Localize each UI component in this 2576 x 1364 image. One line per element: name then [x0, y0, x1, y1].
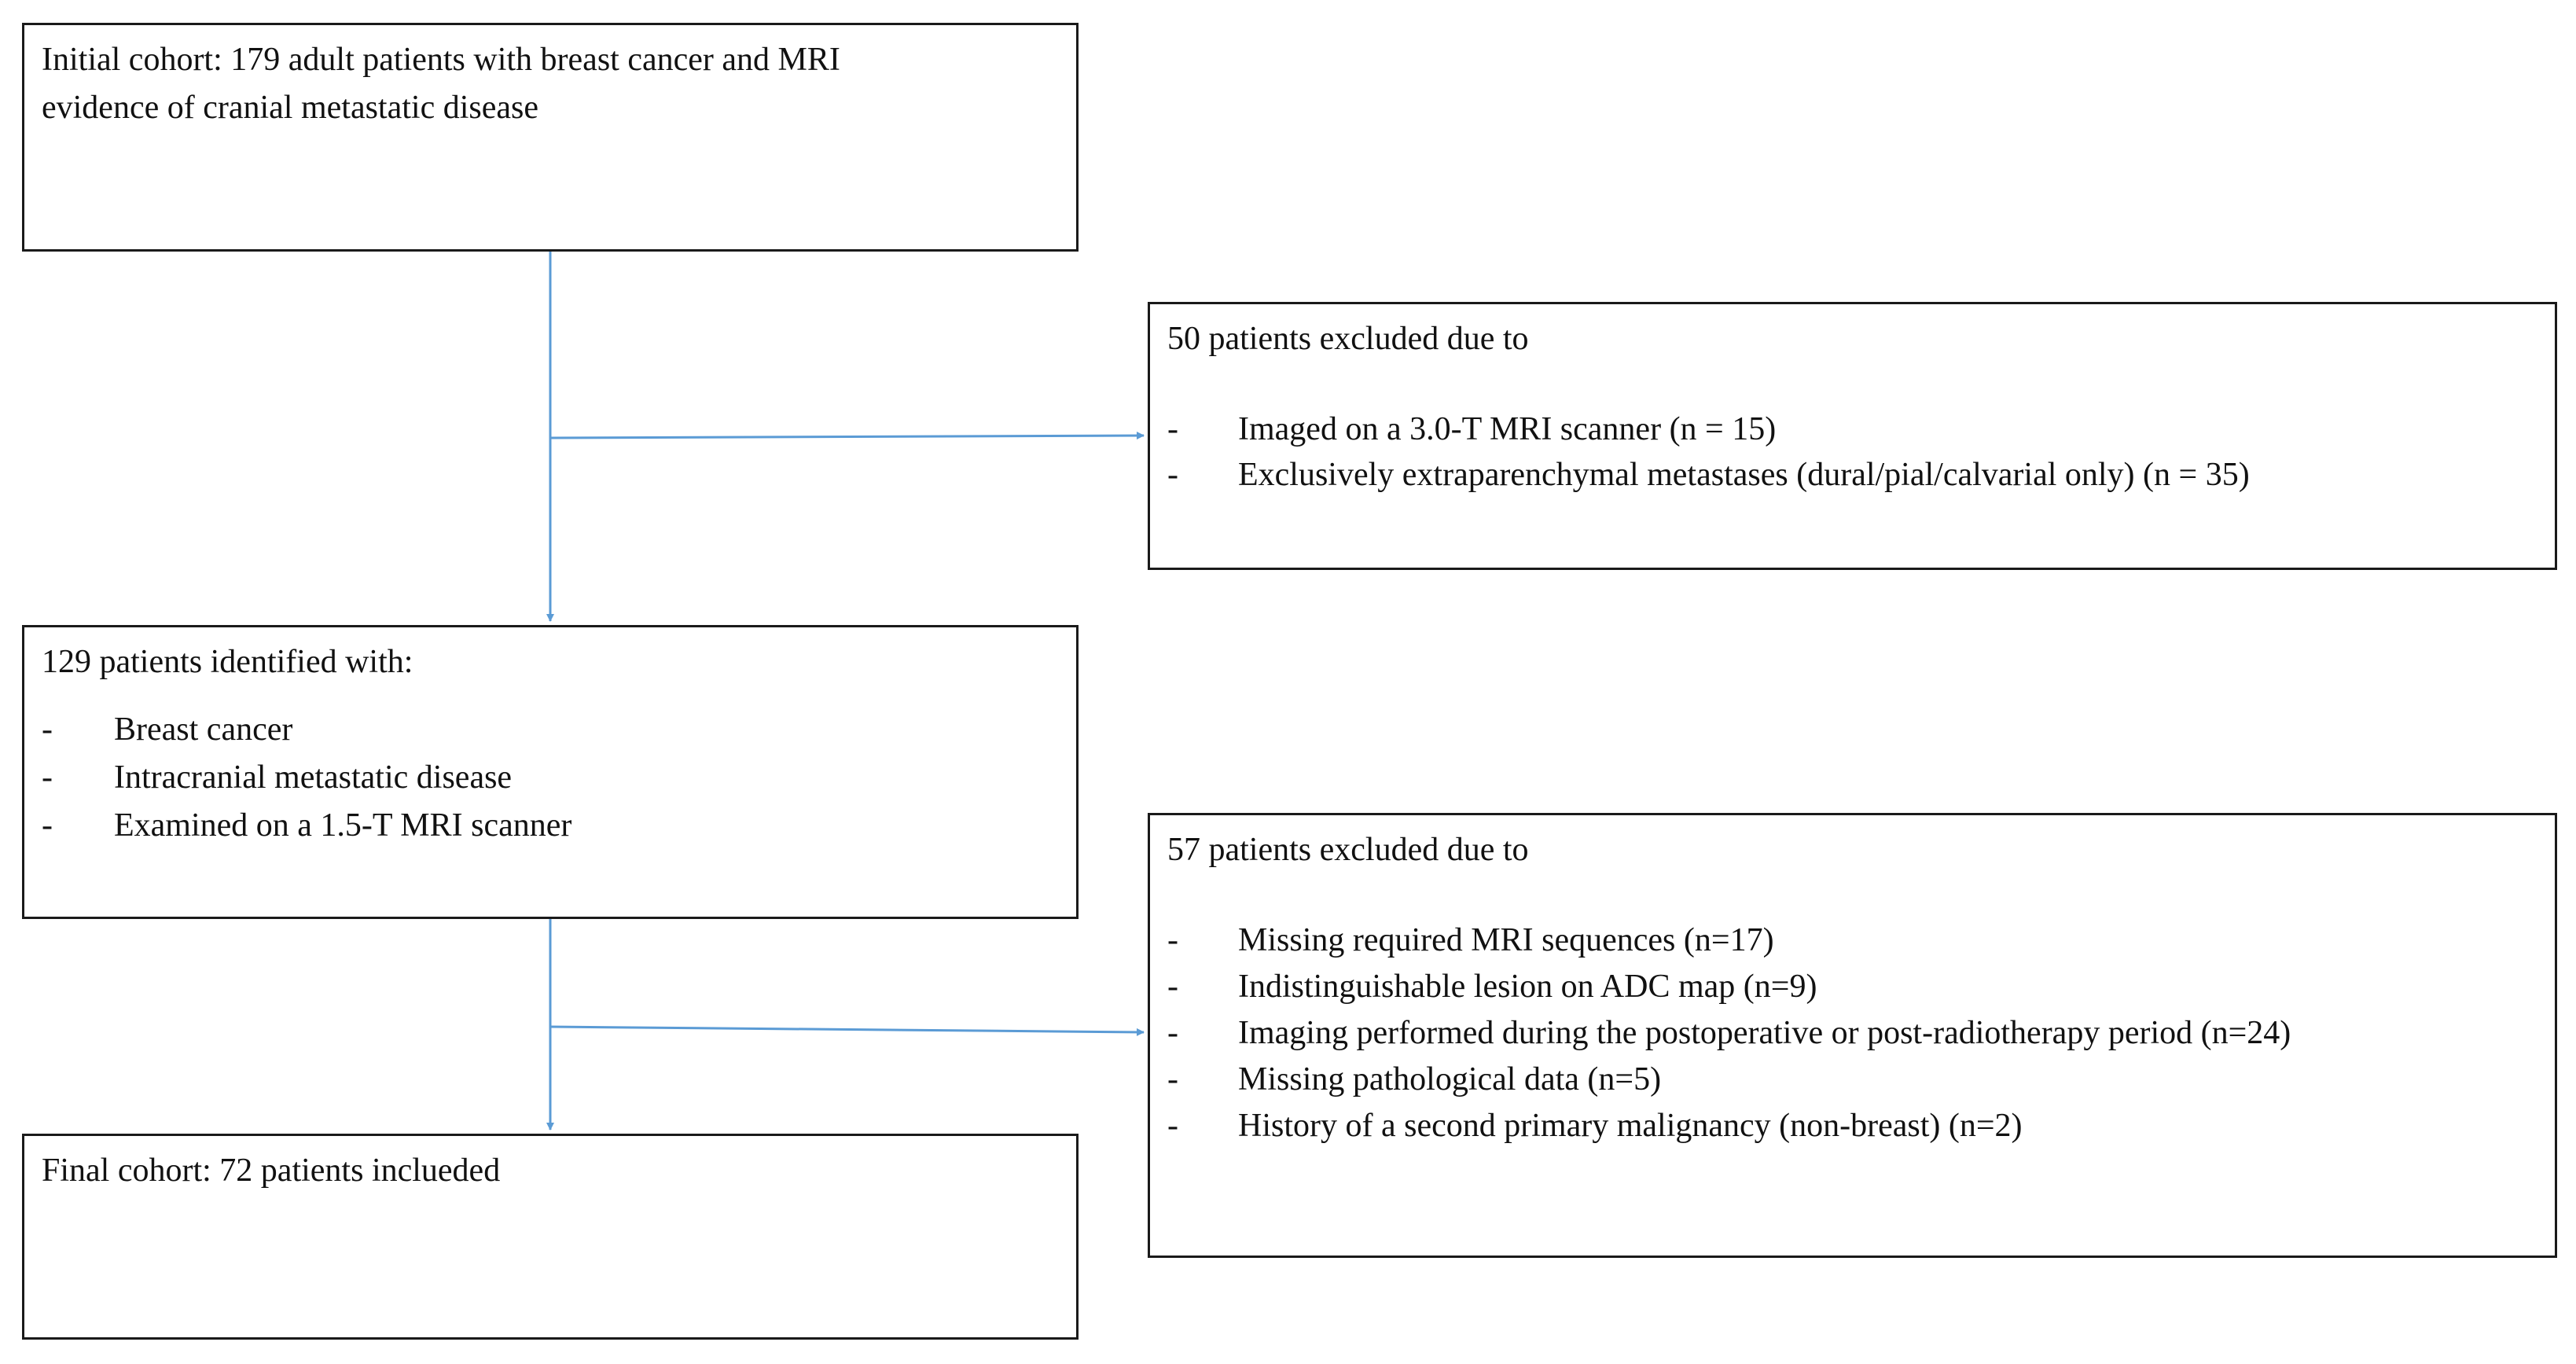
list-item: - Examined on a 1.5-T MRI scanner [42, 802, 571, 850]
arrow-to-exclusion2 [549, 1025, 1145, 1036]
identified-box: 129 patients identified with: - Breast c… [22, 625, 1079, 919]
list-item-text: Missing required MRI sequences (n=17) [1238, 922, 1774, 958]
initial-cohort-line2: evidence of cranial metastatic disease [42, 89, 539, 126]
list-item: - Missing required MRI sequences (n=17) [1167, 917, 2291, 964]
exclusion1-list: - Imaged on a 3.0-T MRI scanner (n = 15)… [1167, 406, 2250, 498]
list-item: - Exclusively extraparenchymal metastase… [1167, 452, 2250, 498]
list-item: - Imaged on a 3.0-T MRI scanner (n = 15) [1167, 406, 2250, 452]
initial-cohort-box: Initial cohort: 179 adult patients with … [22, 23, 1079, 252]
bullet-dash: - [42, 807, 53, 844]
list-item-text: Indistinguishable lesion on ADC map (n=9… [1238, 969, 1817, 1005]
bullet-dash: - [1167, 457, 1178, 493]
list-item: - History of a second primary malignancy… [1167, 1103, 2291, 1149]
exclusion2-title: 57 patients excluded due to [1167, 832, 1529, 868]
exclusion2-list: - Missing required MRI sequences (n=17) … [1167, 917, 2291, 1149]
identified-title: 129 patients identified with: [42, 644, 413, 680]
bullet-dash: - [1167, 411, 1178, 447]
arrow-to-exclusion1 [549, 432, 1145, 440]
list-item: - Breast cancer [42, 706, 571, 754]
list-item: - Missing pathological data (n=5) [1167, 1057, 2291, 1103]
list-item: - Imaging performed during the postopera… [1167, 1010, 2291, 1057]
list-item-text: Breast cancer [114, 711, 293, 748]
bullet-dash: - [42, 759, 53, 796]
list-item-text: Examined on a 1.5-T MRI scanner [114, 807, 572, 844]
list-item-text: History of a second primary malignancy (… [1238, 1108, 2023, 1144]
exclusion1-box: 50 patients excluded due to - Imaged on … [1148, 302, 2557, 570]
list-item: - Indistinguishable lesion on ADC map (n… [1167, 964, 2291, 1010]
identified-list: - Breast cancer - Intracranial metastati… [42, 706, 571, 850]
bullet-dash: - [1167, 922, 1178, 958]
bullet-dash: - [1167, 1108, 1178, 1144]
list-item-text: Imaged on a 3.0-T MRI scanner (n = 15) [1238, 411, 1777, 447]
exclusion2-box: 57 patients excluded due to - Missing re… [1148, 813, 2557, 1258]
list-item-text: Exclusively extraparenchymal metastases … [1238, 457, 2250, 493]
list-item-text: Imaging performed during the postoperati… [1238, 1015, 2291, 1051]
final-cohort-text: Final cohort: 72 patients inclueded [42, 1153, 501, 1189]
bullet-dash: - [1167, 969, 1178, 1005]
final-cohort-box: Final cohort: 72 patients inclueded [22, 1134, 1079, 1340]
list-item-text: Missing pathological data (n=5) [1238, 1061, 1662, 1097]
list-item: - Intracranial metastatic disease [42, 754, 571, 802]
bullet-dash: - [1167, 1061, 1178, 1097]
bullet-dash: - [1167, 1015, 1178, 1051]
list-item-text: Intracranial metastatic disease [114, 759, 513, 796]
bullet-dash: - [42, 711, 53, 748]
initial-cohort-line1: Initial cohort: 179 adult patients with … [42, 42, 840, 78]
exclusion1-title: 50 patients excluded due to [1167, 321, 1529, 357]
